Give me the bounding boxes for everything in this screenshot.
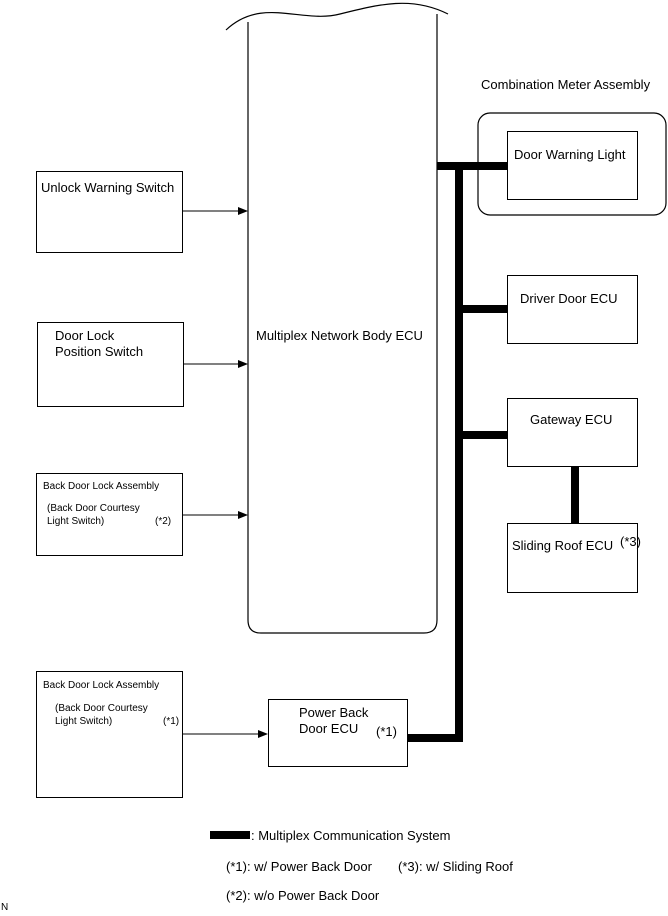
door-lock-label-line1: Door Lock [55, 328, 115, 343]
driver-door-ecu-label: Driver Door ECU [520, 291, 618, 306]
multiplex-bus [408, 162, 579, 742]
door-lock-label-line2: Position Switch [55, 344, 144, 359]
body-ecu-break [225, 2, 449, 31]
body-ecu-box [247, 14, 438, 634]
back-door-courtesy-line1-2: (Back Door Courtesy [55, 703, 148, 714]
back-door-lock-assembly-box-1: Back Door Lock Assembly (Back Door Court… [36, 473, 183, 556]
back-door-lock-title-1: Back Door Lock Assembly [43, 481, 160, 492]
power-back-door-note: (*1) [376, 724, 397, 739]
combination-meter-label: Combination Meter Assembly [481, 77, 651, 92]
legend-note-2: (*2): w/o Power Back Door [226, 888, 380, 903]
door-lock-position-switch-box: Door Lock Position Switch [37, 322, 184, 407]
back-door-lock-assembly-box-2: Back Door Lock Assembly (Back Door Court… [36, 671, 183, 798]
back-door-lock-title-2: Back Door Lock Assembly [43, 680, 160, 691]
back-door-note-2: (*1) [163, 716, 180, 727]
door-warning-light-box: Door Warning Light [507, 131, 638, 200]
body-ecu-label: Multiplex Network Body ECU [256, 328, 423, 343]
sliding-roof-ecu-label: Sliding Roof ECU [512, 538, 614, 553]
door-warning-light-label: Door Warning Light [514, 147, 626, 162]
driver-door-ecu-box: Driver Door ECU [507, 275, 638, 344]
sliding-roof-note: (*3) [620, 534, 641, 549]
back-door-courtesy-line2-1: Light Switch) [47, 516, 105, 527]
legend-note-3: (*3): w/ Sliding Roof [398, 859, 513, 874]
back-door-courtesy-line2-2: Light Switch) [55, 716, 113, 727]
gateway-ecu-label: Gateway ECU [530, 412, 613, 427]
back-door-note-1: (*2) [155, 516, 172, 527]
unlock-warning-switch-label: Unlock Warning Switch [41, 180, 175, 195]
sliding-roof-ecu-box: Sliding Roof ECU (*3) [507, 523, 641, 593]
unlock-warning-switch-box: Unlock Warning Switch [36, 171, 183, 253]
legend-note-1: (*1): w/ Power Back Door [226, 859, 372, 874]
power-back-door-line1: Power Back [299, 705, 369, 720]
power-back-door-line2: Door ECU [299, 721, 359, 736]
power-back-door-ecu-box: Power Back Door ECU (*1) [268, 699, 408, 767]
back-door-courtesy-line1-1: (Back Door Courtesy [47, 503, 140, 514]
gateway-ecu-box: Gateway ECU [507, 398, 638, 467]
legend-bus-label: : Multiplex Communication System [251, 828, 451, 843]
corner-mark: N [1, 902, 9, 913]
